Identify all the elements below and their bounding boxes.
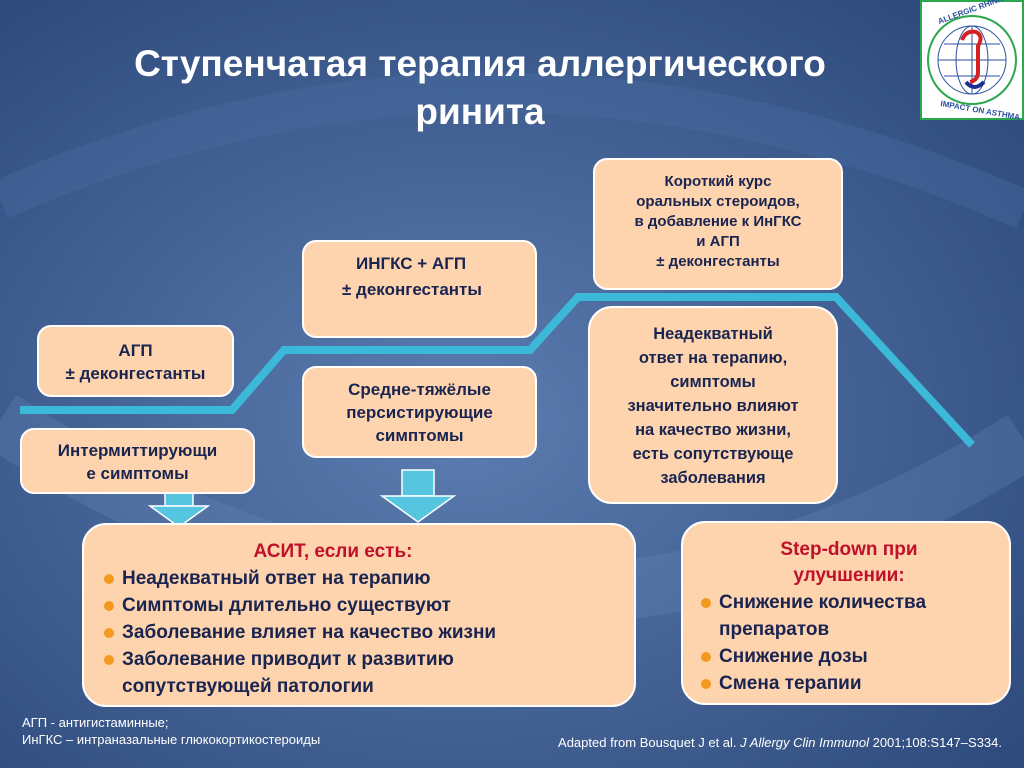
bullet-icon (701, 598, 711, 608)
stepdown-item: Снижение количества (699, 589, 999, 616)
asit-item: Заболевание приводит к развитию (102, 646, 624, 673)
aria-logo: ALLERGIC RHINITIS IMPACT ON ASTHMA (920, 0, 1024, 122)
step-ingks-agp: ИНГКС + АГП ± деконгестанты (302, 240, 537, 338)
abbreviations-footnote: АГП - антигистаминные; ИнГКС – интраназа… (22, 715, 321, 747)
moderate-severe-symptoms: Средне-тяжёлые персистирующие симптомы (302, 366, 537, 458)
stepdown-list: Снижение количества препаратов Снижение … (699, 589, 999, 697)
asit-item: Неадекватный ответ на терапию (102, 565, 624, 592)
intermittent-symptoms: Интермиттирующи е симптомы (20, 428, 255, 494)
bullet-icon (701, 679, 711, 689)
asit-list: Неадекватный ответ на терапию Симптомы д… (102, 565, 624, 700)
page-title: Ступенчатая терапия аллергического ринит… (134, 43, 826, 132)
bullet-icon (701, 652, 711, 662)
stepdown-item-continued: препаратов (719, 619, 830, 640)
asit-item-continued: сопутствующей патологии (122, 676, 374, 697)
bullet-icon (104, 601, 114, 611)
asit-item: Симптомы длительно существуют (102, 592, 624, 619)
bullet-icon (104, 628, 114, 638)
step-agp: АГП ± деконгестанты (37, 325, 234, 397)
stepdown-item: Снижение дозы (699, 643, 999, 670)
stepdown-item: Смена терапии (699, 670, 999, 697)
asit-item: Заболевание влияет на качество жизни (102, 619, 624, 646)
down-arrow-right (379, 469, 457, 523)
step-oral-steroids: Короткий курс оральных стероидов, в доба… (593, 158, 843, 290)
bullet-icon (104, 574, 114, 584)
asit-panel: АСИТ, если есть: Неадекватный ответ на т… (82, 523, 636, 707)
bullet-icon (104, 655, 114, 665)
stair-line (20, 293, 975, 448)
globe-icon (927, 15, 1017, 105)
stepdown-panel: Step-down при улучшении: Снижение количе… (681, 521, 1011, 705)
inadequate-response: Неадекватный ответ на терапию, симптомы … (588, 306, 838, 504)
source-citation: Adapted from Bousquet J et al. J Allergy… (558, 735, 1002, 750)
